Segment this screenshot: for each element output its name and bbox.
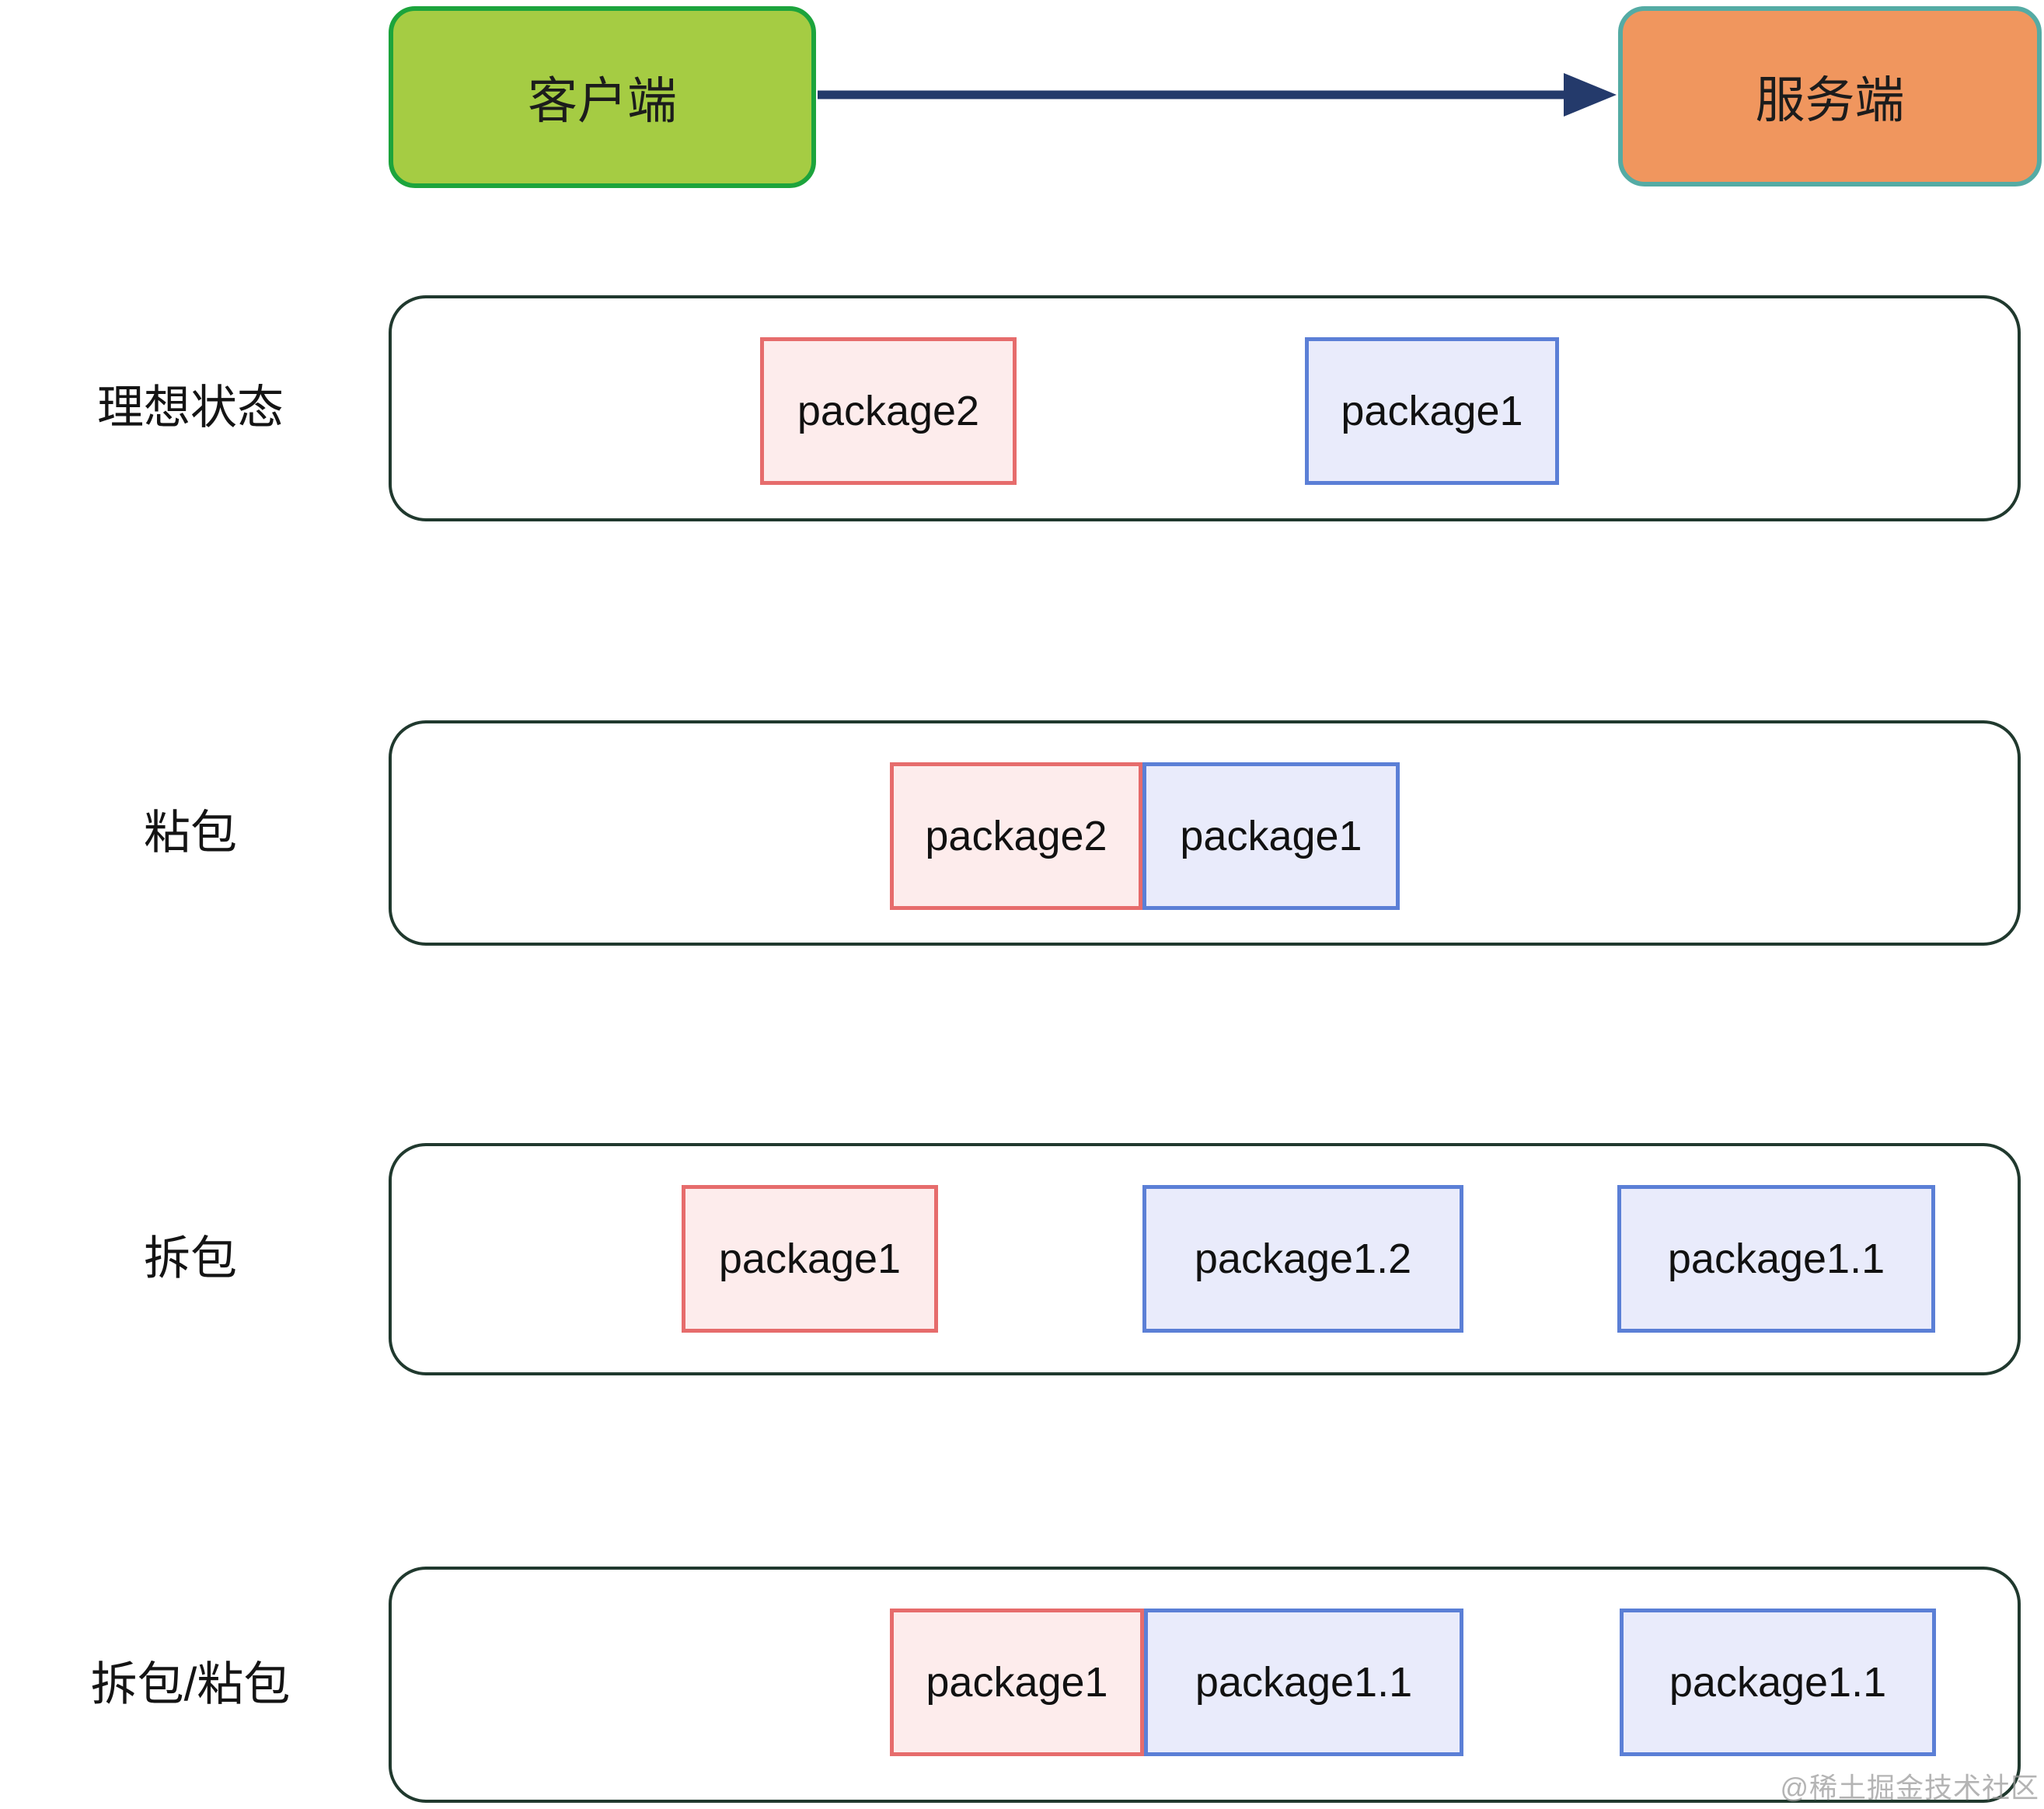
package-box-blue: package1.1 [1620,1609,1936,1756]
row-label-split-sticky-packet: 拆包/粘包 [90,1658,291,1710]
row-label-ideal-state: 理想状态 [97,382,284,434]
package-box-pink: package2 [890,762,1142,910]
client-label: 客户端 [528,73,677,129]
package-box-blue: package1 [1142,762,1400,910]
package-box-pink: package1 [890,1609,1144,1756]
package-box-pink: package2 [760,337,1017,485]
watermark: @稀土掘金技术社区 [1780,1772,2039,1804]
package-box-pink: package1 [682,1185,938,1333]
package-box-blue: package1.1 [1144,1609,1463,1756]
row-container-split-packet: package1 package1.2 package1.1 [389,1143,2021,1375]
client-node: 客户端 [389,6,816,188]
row-label-split-packet: 拆包 [144,1232,237,1284]
client-to-server-arrow [818,73,1617,117]
row-container-ideal-state: package2 package1 [389,295,2021,521]
package-box-blue: package1.2 [1142,1185,1463,1333]
server-label: 服务端 [1755,72,1905,128]
row-label-sticky-packet: 粘包 [144,807,237,859]
arrowhead-icon [1564,73,1617,117]
row-container-split-sticky-packet: package1 package1.1 package1.1 [389,1567,2021,1803]
package-box-blue: package1 [1305,337,1559,485]
row-container-sticky-packet: package2 package1 [389,720,2021,946]
server-node: 服务端 [1618,6,2042,186]
package-box-blue: package1.1 [1617,1185,1935,1333]
